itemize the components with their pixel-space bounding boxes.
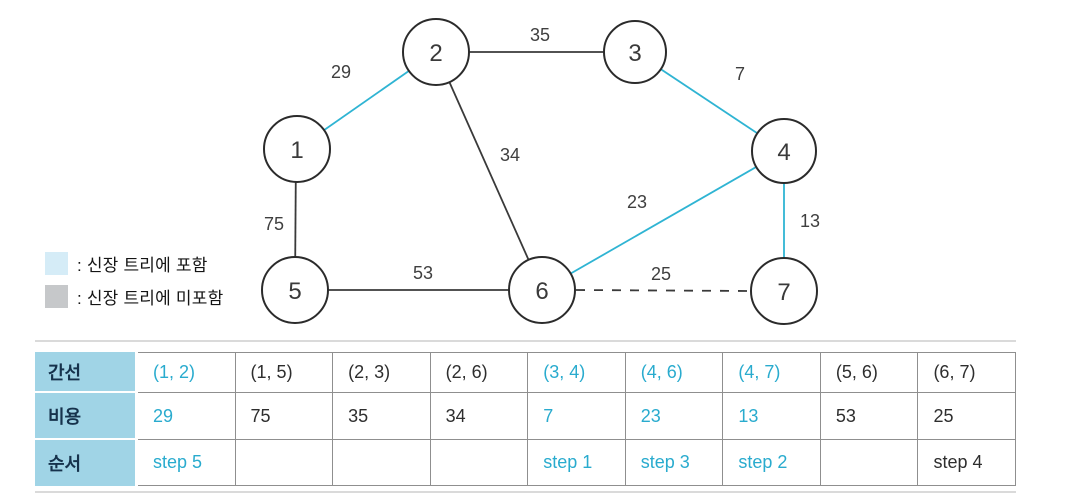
table-cell-cost: 23: [625, 393, 724, 440]
node-circle-7: [750, 257, 818, 325]
legend: : 신장 트리에 포함 : 신장 트리에 미포함: [45, 252, 223, 318]
table-cell-step: step 3: [625, 440, 724, 486]
table-cell-cost: 75: [235, 393, 334, 440]
table-cell-cost: 34: [430, 393, 529, 440]
node-label-6: 6: [535, 278, 548, 305]
table-cell-step: [333, 440, 431, 486]
table-cell-edge: (6, 7): [918, 352, 1016, 393]
node-circle-5: [261, 256, 329, 324]
node-label-4: 4: [777, 139, 790, 166]
node-label-2: 2: [429, 40, 442, 67]
graph-node-6: 6: [508, 256, 576, 324]
node-circle-1: [263, 115, 331, 183]
legend-included-label: : 신장 트리에 포함: [77, 256, 208, 275]
edge-weight-6-7: 25: [651, 264, 671, 284]
table-cell-edge: (2, 6): [430, 352, 529, 393]
table-cell-edge: (5, 6): [820, 352, 919, 393]
table-cell-step: step 2: [723, 440, 821, 486]
edge-2-6: [435, 51, 543, 291]
node-circle-4: [751, 118, 817, 184]
table-cell-edge: (1, 5): [235, 352, 334, 393]
table-cell-edge: (4, 6): [625, 352, 724, 393]
edge-weight-1-2: 29: [331, 62, 351, 82]
edge-weight-4-6: 23: [627, 192, 647, 212]
edge-weight-1-5: 75: [264, 214, 284, 234]
graph-node-1: 1: [263, 115, 331, 183]
table-cell-step: step 4: [918, 440, 1016, 486]
table-top-rule: [35, 340, 1016, 342]
table-cell-step: step 1: [528, 440, 626, 486]
table-cell-edge: (2, 3): [333, 352, 431, 393]
node-label-1: 1: [290, 137, 303, 164]
row-header-edge: 간선: [35, 352, 138, 393]
graph-node-4: 4: [751, 118, 817, 184]
graph-node-3: 3: [603, 20, 667, 84]
edge-weight-3-4: 7: [735, 64, 745, 84]
legend-excluded-label: : 신장 트리에 미포함: [77, 289, 224, 308]
row-header-cost: 비용: [35, 393, 138, 440]
node-label-7: 7: [777, 279, 790, 306]
table-cell-step: [235, 440, 334, 486]
table-cell-edge: (4, 7): [723, 352, 821, 393]
table-cell-step: [430, 440, 529, 486]
row-header-order: 순서: [35, 440, 138, 486]
table-cell-cost: 29: [138, 393, 236, 440]
table-cell-cost: 13: [723, 393, 821, 440]
table-cell-cost: 7: [528, 393, 626, 440]
edge-6-7-dashed: [575, 289, 751, 292]
edge-4-6: [541, 150, 785, 291]
table-cell-cost: 53: [820, 393, 919, 440]
table-bottom-rule: [35, 491, 1016, 493]
table-cell-cost: 35: [333, 393, 431, 440]
edge-weight-4-7: 13: [800, 211, 820, 231]
table-cell-step: [820, 440, 919, 486]
graph-node-7: 7: [750, 257, 818, 325]
legend-item-included: : 신장 트리에 포함: [45, 252, 223, 275]
table-cell-cost: 25: [918, 393, 1016, 440]
edge-table: 간선 (1, 2) (1, 5) (2, 3) (2, 6) (3, 4) (4…: [35, 352, 1016, 486]
edge-weight-5-6: 53: [413, 263, 433, 283]
table-cell-step: step 5: [138, 440, 236, 486]
legend-excluded-swatch: [45, 285, 68, 308]
node-label-5: 5: [288, 278, 301, 305]
table-cell-edge: (1, 2): [138, 352, 236, 393]
graph-node-2: 2: [402, 18, 470, 86]
table-cell-edge: (3, 4): [528, 352, 626, 393]
graph-canvas: 29 75 35 34 7 23 13 53 25 1 2 3 4 5: [261, 18, 820, 325]
node-circle-3: [603, 20, 667, 84]
node-circle-2: [402, 18, 470, 86]
edge-weight-2-6: 34: [500, 145, 520, 165]
legend-item-excluded: : 신장 트리에 미포함: [45, 285, 223, 308]
legend-included-swatch: [45, 252, 68, 275]
edge-weight-2-3: 35: [530, 25, 550, 45]
graph-node-5: 5: [261, 256, 329, 324]
node-label-3: 3: [628, 40, 641, 67]
node-circle-6: [508, 256, 576, 324]
